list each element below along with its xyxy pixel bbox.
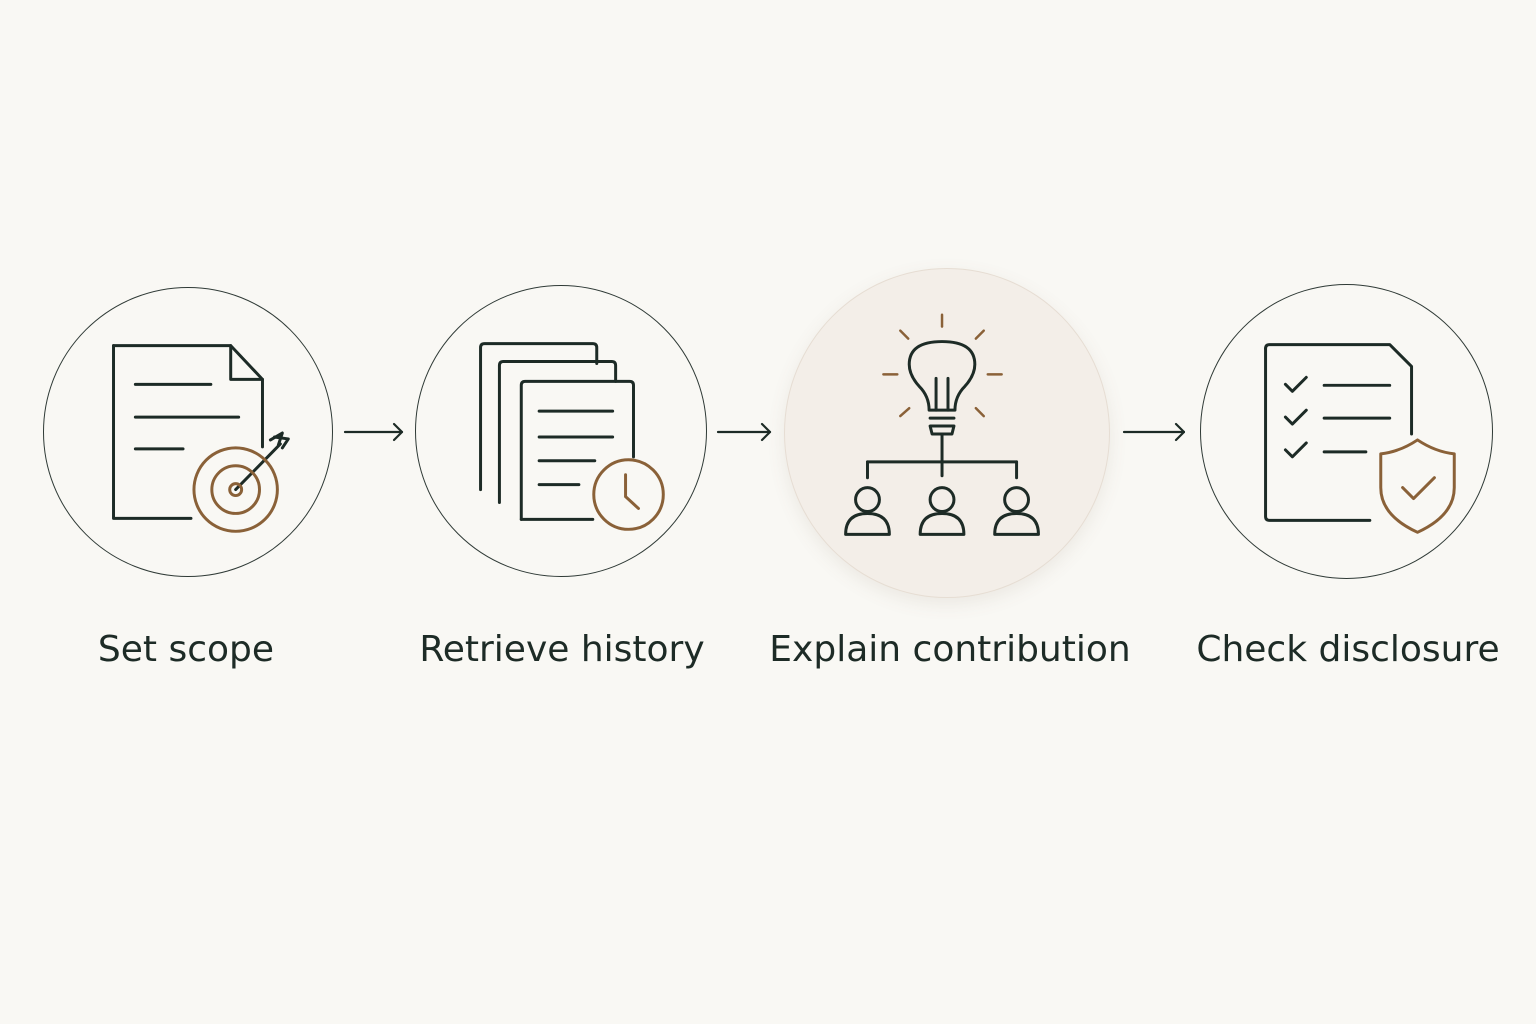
step-label-retrieve-history: Retrieve history — [419, 629, 705, 670]
lightbulb-team-icon — [844, 313, 1040, 536]
step-label-set-scope: Set scope — [97, 629, 275, 670]
step-explain-contribution-circle — [784, 268, 1110, 598]
step-label-explain-contribution: Explain contribution — [769, 629, 1131, 670]
arrow-right-icon — [1121, 419, 1186, 445]
arrow-right-icon — [342, 419, 406, 445]
documents-clock-icon — [479, 342, 665, 531]
step-check-disclosure-circle — [1200, 284, 1493, 579]
step-set-scope-circle — [43, 287, 333, 577]
checklist-shield-icon — [1264, 343, 1456, 534]
step-retrieve-history-circle — [415, 285, 707, 577]
step-label-check-disclosure: Check disclosure — [1196, 629, 1500, 670]
arrow-right-icon — [715, 419, 779, 445]
document-target-icon — [112, 344, 290, 533]
